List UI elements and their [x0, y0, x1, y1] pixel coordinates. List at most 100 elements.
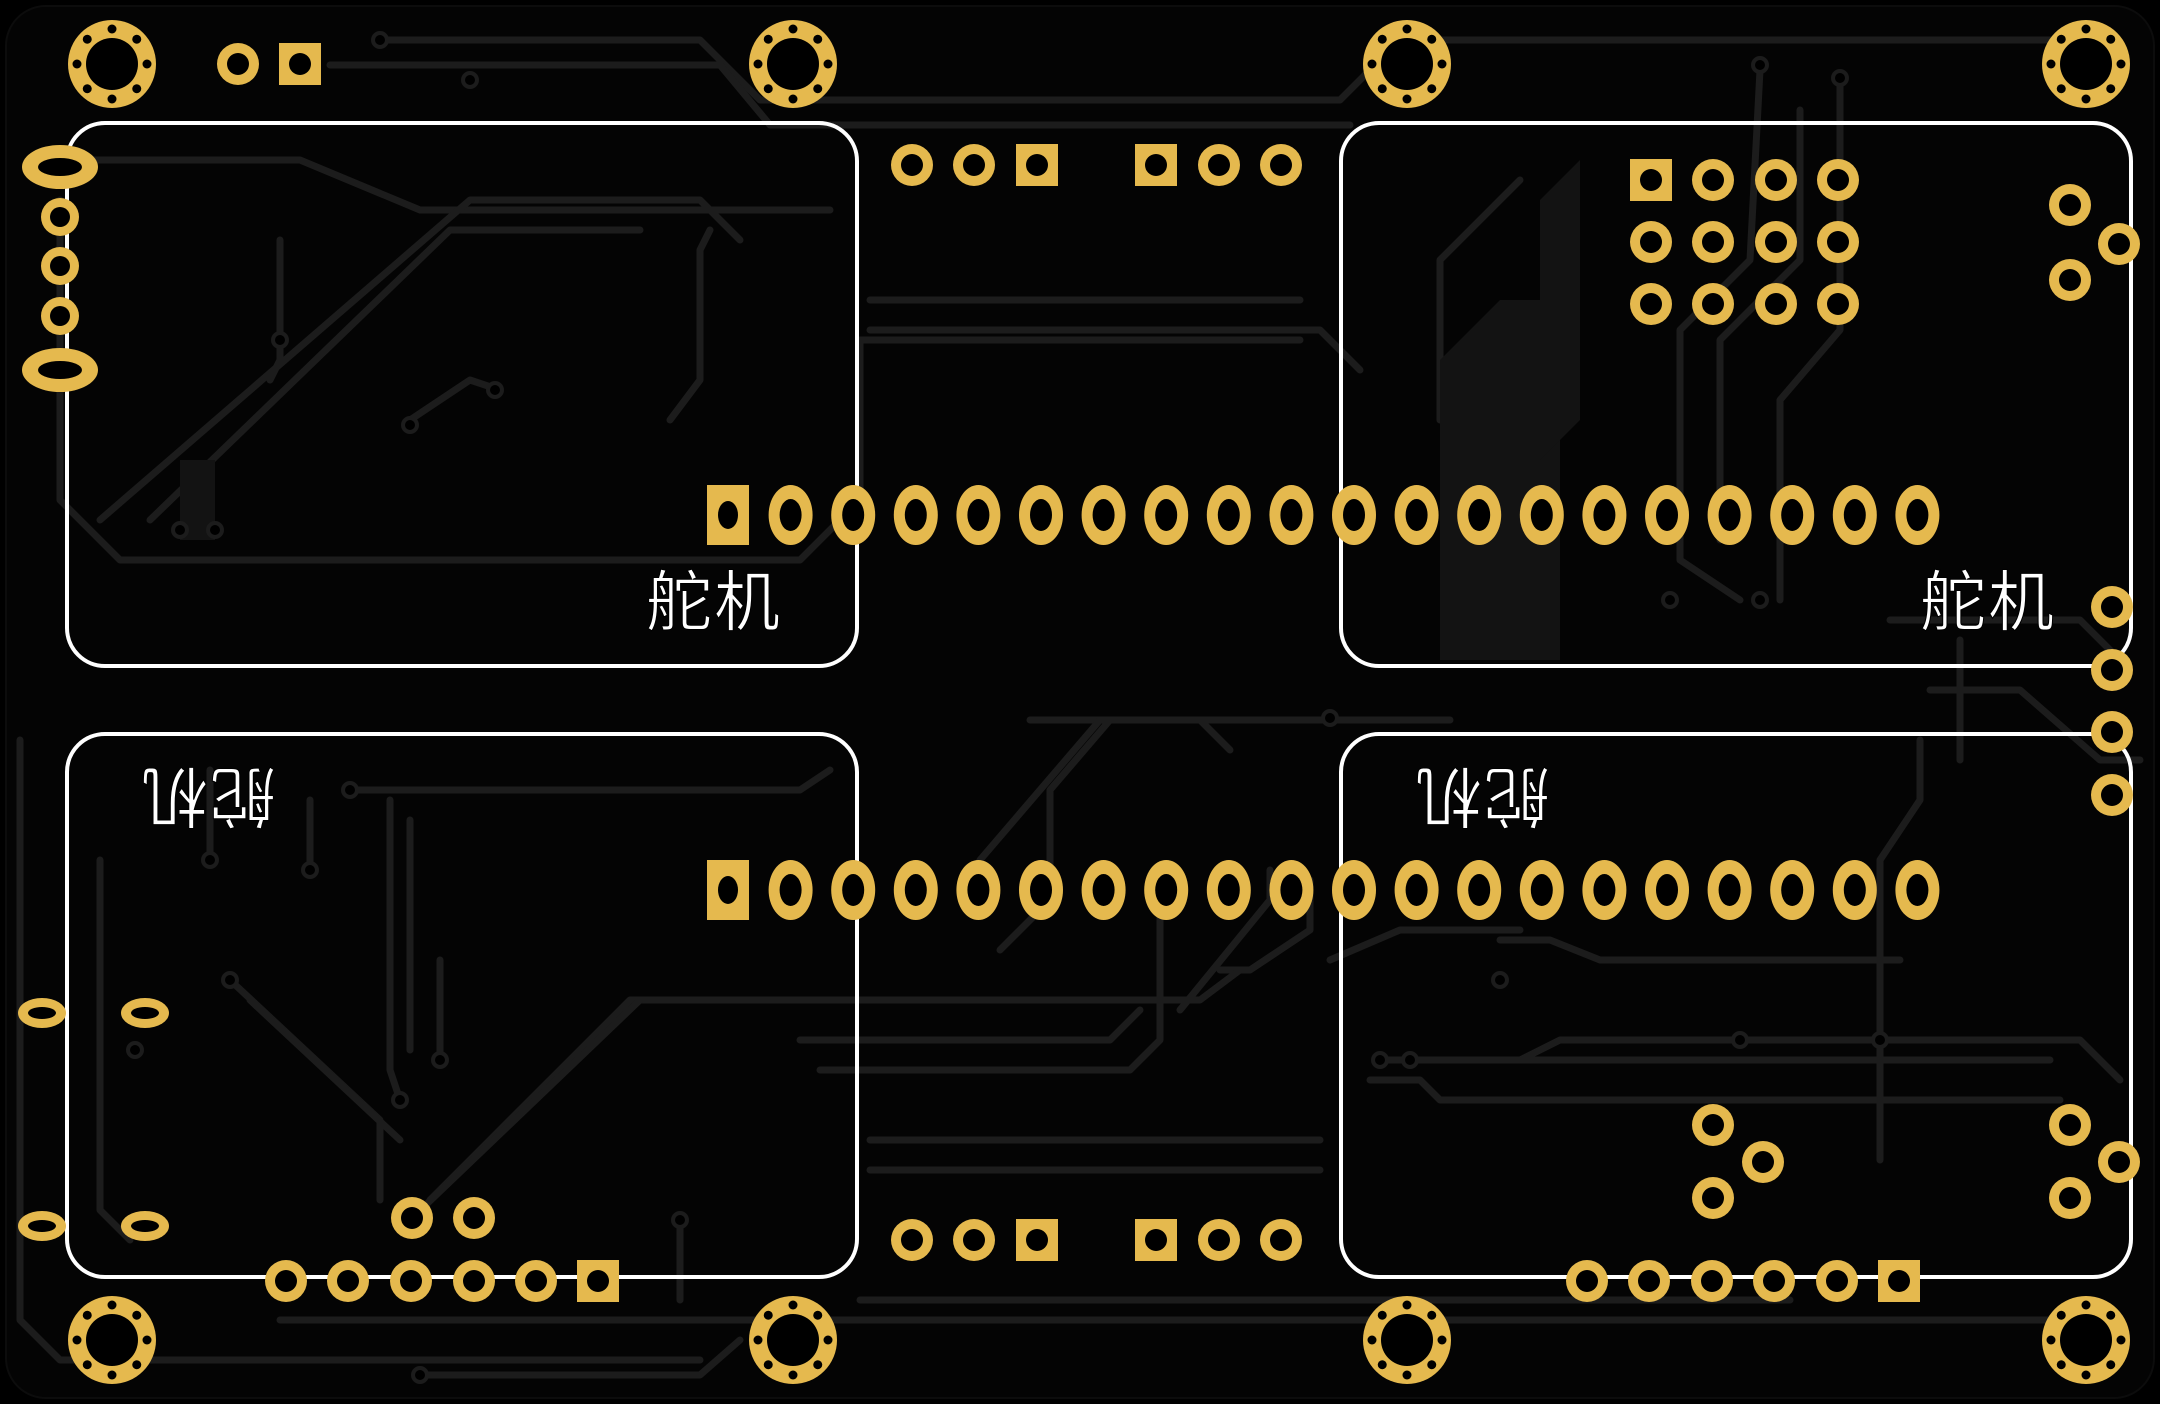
- grid-pin-hole: [1827, 293, 1849, 315]
- header-pin-hole: [1843, 499, 1866, 531]
- servo-label-bottom-right: 舵机: [1414, 757, 1550, 834]
- mounting-hole-via: [788, 1370, 798, 1380]
- grid-pin-hole: [1640, 293, 1662, 315]
- servo-label-bottom-left: 舵机: [140, 757, 276, 834]
- mounting-hole-via: [813, 34, 823, 44]
- edge-pin-right-hole: [2101, 721, 2123, 743]
- mounting-hole-via: [132, 84, 142, 94]
- servo-outline-top-left: [65, 121, 859, 668]
- header-pin-hole: [779, 874, 802, 906]
- grid-pin-hole: [1827, 231, 1849, 253]
- via: [461, 71, 479, 89]
- tri-pin-hole: [2108, 233, 2130, 255]
- grid-pin-hole: [1765, 231, 1787, 253]
- header-pin-hole: [904, 499, 927, 531]
- header-pin-hole: [1030, 874, 1052, 906]
- via: [431, 1051, 449, 1069]
- mounting-hole-via: [1377, 1310, 1387, 1320]
- mounting-hole-via: [1377, 84, 1387, 94]
- mounting-hole-via: [1367, 1335, 1377, 1345]
- servo-outline-bottom-right: [1339, 732, 2133, 1279]
- via: [401, 416, 419, 434]
- mounting-hole-via: [107, 94, 117, 104]
- mounting-hole-via: [1427, 1360, 1437, 1370]
- mounting-hole-via: [1377, 1360, 1387, 1370]
- header-6pin-hole: [463, 1270, 485, 1292]
- header-pin-hole: [1530, 499, 1553, 531]
- header-pin-hole: [1155, 874, 1178, 906]
- tri-pin-hole: [2059, 1187, 2081, 1209]
- header-6pin-hole: [1638, 1270, 1660, 1292]
- mounting-hole-via: [1402, 24, 1412, 34]
- mounting-hole-via: [813, 1360, 823, 1370]
- header-3pin-square-hole: [1026, 154, 1048, 176]
- header-3pin-hole: [1270, 154, 1292, 176]
- mounting-hole-via: [72, 1335, 82, 1345]
- mounting-hole-via: [2106, 1360, 2116, 1370]
- mounting-hole-via: [2046, 59, 2056, 69]
- header-6pin-hole: [1701, 1270, 1723, 1292]
- trace: [376, 36, 2104, 104]
- mounting-hole-hole: [2060, 38, 2112, 90]
- mounting-hole-via: [2081, 1300, 2091, 1310]
- mounting-hole-via: [823, 1335, 833, 1345]
- pour-region: [1540, 160, 1580, 460]
- header-pin-hole: [1217, 874, 1240, 906]
- mounting-hole-via: [788, 94, 798, 104]
- trace: [1366, 1076, 2064, 1104]
- trace: [1876, 736, 1924, 1164]
- via: [1831, 69, 1849, 87]
- via: [206, 521, 224, 539]
- via: [1731, 1031, 1749, 1049]
- mounting-hole-via: [2056, 1310, 2066, 1320]
- mounting-hole-via: [142, 1335, 152, 1345]
- via: [126, 1041, 144, 1059]
- mounting-hole-via: [1427, 34, 1437, 44]
- header-pin-hole: [842, 874, 865, 906]
- mounting-hole-via: [2081, 94, 2091, 104]
- header-6pin-hole: [525, 1270, 547, 1292]
- header-pin-hole: [1092, 874, 1115, 906]
- via: [1371, 1051, 1389, 1069]
- mounting-hole-via: [1437, 1335, 1447, 1345]
- pour-region: [180, 460, 215, 540]
- pin-square-hole: [289, 53, 311, 75]
- trace: [96, 856, 134, 1244]
- mounting-hole-via: [2056, 84, 2066, 94]
- mounting-hole-via: [813, 1310, 823, 1320]
- edge-pin-hole: [50, 306, 70, 326]
- header-6pin-hole: [1576, 1270, 1598, 1292]
- mounting-hole-via: [1437, 59, 1447, 69]
- trace: [1926, 686, 2144, 764]
- header-6pin-square-hole: [1888, 1270, 1910, 1292]
- header-3pin-square-hole: [1145, 154, 1167, 176]
- header-pin-hole: [1280, 874, 1303, 906]
- trace: [1676, 66, 1764, 604]
- slot-pad-hole: [131, 1007, 159, 1019]
- header-pin-hole: [1343, 874, 1365, 906]
- copper-traces: [16, 36, 2144, 1379]
- tri-pin-hole: [2059, 194, 2081, 216]
- header-pin-hole: [779, 499, 802, 531]
- via: [1661, 591, 1679, 609]
- header-pin-hole: [1030, 499, 1052, 531]
- mounting-hole-via: [107, 1370, 117, 1380]
- trace: [146, 226, 644, 524]
- trace: [406, 996, 644, 1224]
- via: [201, 851, 219, 869]
- slot-pad-hole: [28, 1220, 56, 1232]
- header-3pin-hole: [1208, 154, 1230, 176]
- mounting-hole-via: [788, 24, 798, 34]
- grid-pin-hole: [1702, 293, 1724, 315]
- mounting-hole-via: [142, 59, 152, 69]
- via: [221, 971, 239, 989]
- mounting-hole-via: [763, 34, 773, 44]
- via: [671, 1211, 689, 1229]
- edge-pin-hole: [50, 207, 70, 227]
- header-6pin-hole: [275, 1270, 297, 1292]
- mounting-hole-hole: [1381, 1314, 1433, 1366]
- via: [486, 381, 504, 399]
- header-3pin-hole: [901, 154, 923, 176]
- servo-outline-top-right: [1339, 121, 2133, 668]
- mounting-hole-via: [82, 84, 92, 94]
